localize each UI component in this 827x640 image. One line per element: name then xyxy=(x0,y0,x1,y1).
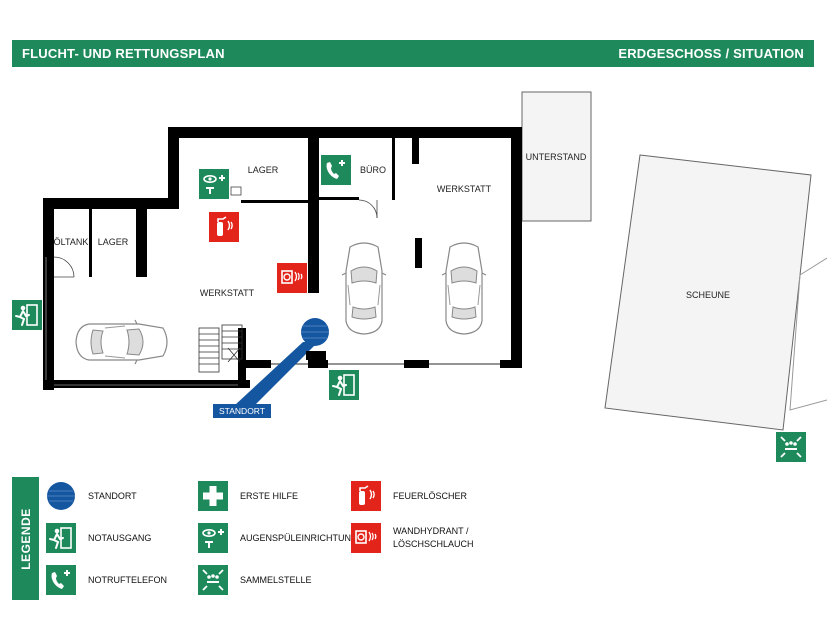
neighbor-outline xyxy=(789,257,827,411)
room-label-buero: BÜRO xyxy=(360,165,386,175)
assembly-point-icon xyxy=(776,432,806,462)
floor-label: ERDGESCHOSS / SITUATION xyxy=(618,46,804,61)
scheune-building xyxy=(604,154,812,431)
fire-hose-icon xyxy=(277,263,307,293)
legend-item-augenspuel: AUGENSPÜLEINRICHTUNG xyxy=(198,523,358,553)
emergency-phone-icon xyxy=(321,155,351,185)
room-label-werkstatt-right: WERKSTATT xyxy=(437,184,492,194)
legend-label: ERSTE HILFE xyxy=(240,490,299,501)
legend-label: FEUERLÖSCHER xyxy=(393,490,468,501)
legend-label: WANDHYDRANT / LÖSCHSCHLAUCH xyxy=(393,525,474,551)
legend-title: LEGENDE xyxy=(18,507,33,570)
legend-item-wandhydrant: WANDHYDRANT / LÖSCHSCHLAUCH xyxy=(351,523,474,553)
header-bar: FLUCHT- UND RETTUNGSPLAN ERDGESCHOSS / S… xyxy=(12,40,814,67)
first-aid-icon xyxy=(198,481,228,511)
legend-label: NOTAUSGANG xyxy=(88,532,152,543)
fire-hose-icon xyxy=(351,523,381,553)
room-label-oeltank: ÖLTANK xyxy=(54,237,89,247)
legend-item-notausgang: NOTAUSGANG xyxy=(46,523,151,553)
legend-label: SAMMELSTELLE xyxy=(240,574,312,585)
legend-label: STANDORT xyxy=(88,490,137,501)
standort-tag: STANDORT xyxy=(213,404,271,418)
stairs xyxy=(198,324,243,373)
assembly-point-icon xyxy=(198,565,228,595)
fire-extinguisher-icon xyxy=(351,481,381,511)
room-label-lager-left: LAGER xyxy=(98,237,129,247)
plan-title: FLUCHT- UND RETTUNGSPLAN xyxy=(22,46,225,61)
emergency-exit-icon xyxy=(46,523,76,553)
emergency-exit-west-icon xyxy=(12,300,42,330)
room-label-scheune: SCHEUNE xyxy=(686,290,730,300)
eye-wash-icon xyxy=(199,169,229,199)
legend-item-erste-hilfe: ERSTE HILFE xyxy=(198,481,298,511)
legend-label: AUGENSPÜLEINRICHTUNG xyxy=(240,532,359,543)
standort-pointer xyxy=(235,342,318,405)
car-2-icon xyxy=(441,242,487,335)
car-3-icon xyxy=(75,319,168,365)
room-label-unterstand: UNTERSTAND xyxy=(526,152,587,162)
legend-title-bar: LEGENDE xyxy=(12,477,39,600)
sink xyxy=(230,186,242,196)
legend-item-sammelstelle: SAMMELSTELLE xyxy=(198,565,312,595)
eye-wash-icon xyxy=(198,523,228,553)
fire-extinguisher-icon xyxy=(209,212,239,242)
standort-icon xyxy=(47,482,75,510)
legend-item-feuerloescher: FEUERLÖSCHER xyxy=(351,481,467,511)
emergency-phone-icon xyxy=(46,565,76,595)
legend-item-notruftelefon: NOTRUFTELEFON xyxy=(46,565,167,595)
legend-label: NOTRUFTELEFON xyxy=(88,574,168,585)
room-label-werkstatt-main: WERKSTATT xyxy=(200,288,255,298)
car-1-icon xyxy=(341,242,387,335)
room-label-lager: LAGER xyxy=(248,165,279,175)
emergency-exit-south-icon xyxy=(329,370,359,400)
legend-label-line2: LÖSCHSCHLAUCH xyxy=(393,539,474,549)
unterstand-building xyxy=(521,91,592,222)
legend-item-standort: STANDORT xyxy=(46,481,137,511)
legend-label-line1: WANDHYDRANT / xyxy=(393,526,469,536)
